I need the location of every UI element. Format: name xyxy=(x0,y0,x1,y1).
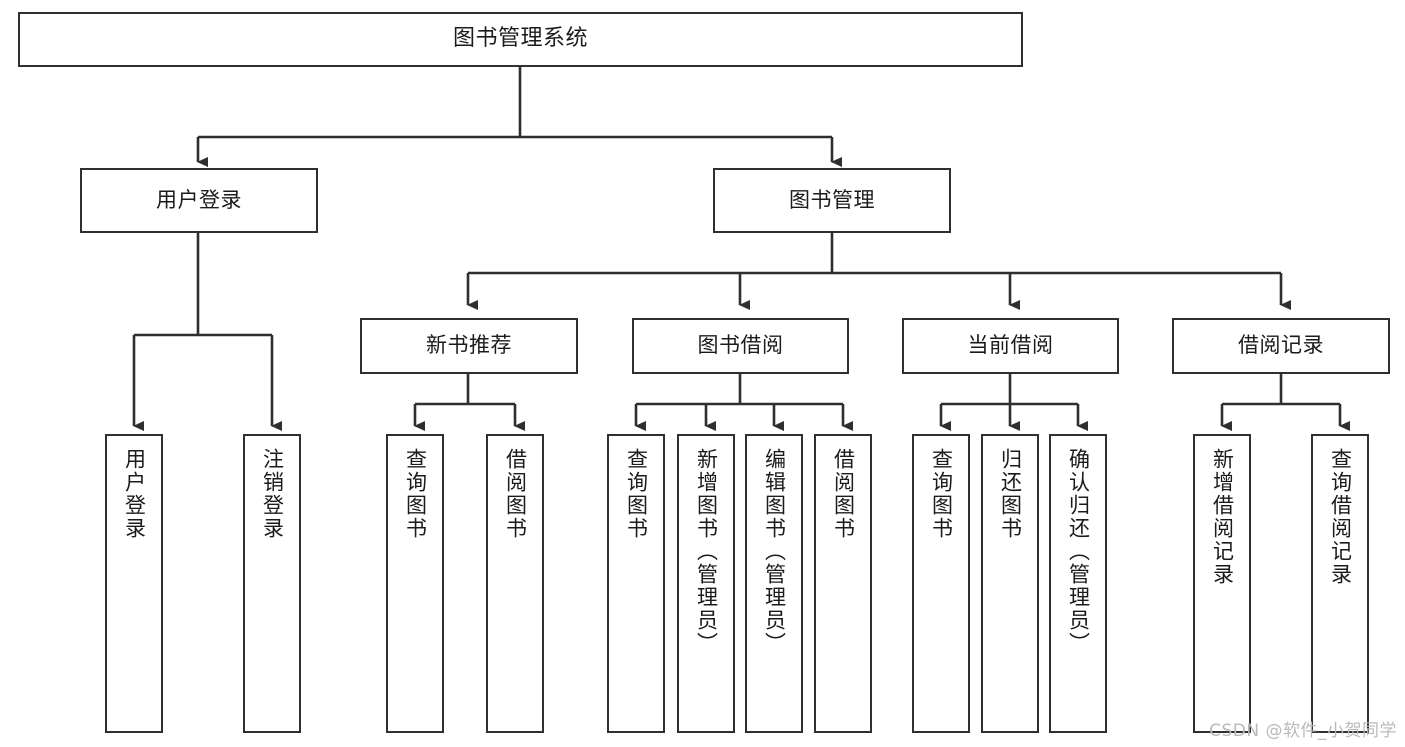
leaf-label: 用户登录 xyxy=(122,448,147,540)
node-current-borrow[interactable]: 当前借阅 xyxy=(902,318,1119,374)
node-root-system[interactable]: 图书管理系统 xyxy=(18,12,1023,67)
node-label: 用户登录 xyxy=(156,187,242,212)
node-borrow-records[interactable]: 借阅记录 xyxy=(1172,318,1390,374)
leaf-borrow-add-book-admin[interactable]: 新增图书（管理员） xyxy=(677,434,735,733)
leaf-label: 借阅图书 xyxy=(831,448,856,540)
leaf-label: 确认归还（管理员） xyxy=(1066,448,1091,655)
node-label: 图书管理系统 xyxy=(452,26,588,52)
leaf-label: 归还图书 xyxy=(998,448,1023,540)
csdn-watermark: CSDN @软件_小贺同学 xyxy=(1209,721,1397,741)
leaf-current-confirm-return-admin[interactable]: 确认归还（管理员） xyxy=(1049,434,1107,733)
leaf-records-query[interactable]: 查询借阅记录 xyxy=(1311,434,1369,733)
node-new-book-recommend[interactable]: 新书推荐 xyxy=(360,318,578,374)
node-user-login[interactable]: 用户登录 xyxy=(80,168,318,233)
leaf-new-book-query[interactable]: 查询图书 xyxy=(386,434,444,733)
leaf-current-return[interactable]: 归还图书 xyxy=(981,434,1039,733)
leaf-label: 新增图书（管理员） xyxy=(694,448,719,655)
leaf-current-query[interactable]: 查询图书 xyxy=(912,434,970,733)
leaf-label: 查询图书 xyxy=(403,448,428,540)
node-label: 图书管理 xyxy=(789,187,875,212)
node-label: 借阅记录 xyxy=(1238,333,1324,358)
leaf-borrow-query[interactable]: 查询图书 xyxy=(607,434,665,733)
leaf-user-login-login[interactable]: 用户登录 xyxy=(105,434,163,733)
leaf-user-login-logout[interactable]: 注销登录 xyxy=(243,434,301,733)
leaf-borrow-borrow-book[interactable]: 借阅图书 xyxy=(814,434,872,733)
leaf-label: 查询图书 xyxy=(929,448,954,540)
leaf-label: 查询借阅记录 xyxy=(1328,448,1353,586)
leaf-new-book-borrow[interactable]: 借阅图书 xyxy=(486,434,544,733)
leaf-records-add[interactable]: 新增借阅记录 xyxy=(1193,434,1251,733)
node-book-borrow[interactable]: 图书借阅 xyxy=(632,318,849,374)
leaf-label: 编辑图书（管理员） xyxy=(762,448,787,655)
leaf-borrow-edit-book-admin[interactable]: 编辑图书（管理员） xyxy=(745,434,803,733)
leaf-label: 借阅图书 xyxy=(503,448,528,540)
node-label: 当前借阅 xyxy=(967,333,1054,358)
leaf-label: 新增借阅记录 xyxy=(1210,448,1235,586)
leaf-label: 查询图书 xyxy=(624,448,649,540)
node-label: 图书借阅 xyxy=(697,333,784,358)
node-book-management[interactable]: 图书管理 xyxy=(713,168,951,233)
leaf-label: 注销登录 xyxy=(260,448,285,540)
node-label: 新书推荐 xyxy=(426,333,512,358)
